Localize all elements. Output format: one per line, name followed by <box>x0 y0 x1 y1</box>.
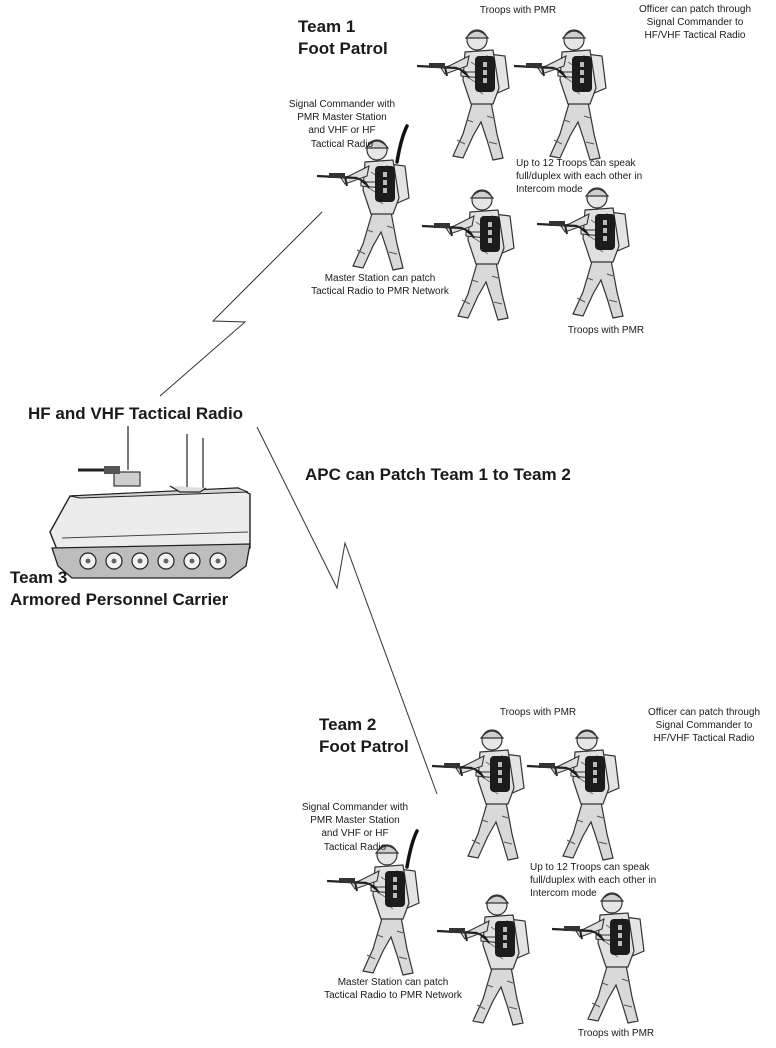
team1-officer-label: Officer can patch through Signal Command… <box>638 4 752 42</box>
team2-troops-bottom-label: Troops with PMR <box>577 1028 655 1039</box>
team1-trooper <box>415 28 511 162</box>
team1-troops-top-label: Troops with PMR <box>479 5 557 16</box>
radio-label: HF and VHF Tactical Radio <box>28 404 244 423</box>
team2-officer-label: Officer can patch through Signal Command… <box>647 707 761 745</box>
radio-link-team1 <box>159 211 323 397</box>
team1-troops-bottom-label: Troops with PMR <box>567 325 645 336</box>
team2-title: Team 2 Foot Patrol <box>319 715 409 757</box>
team1-officer <box>512 28 608 162</box>
team1-signal-commander-label: Signal Commander with PMR Master Station… <box>288 99 396 150</box>
team1-master-station-label: Master Station can patch Tactical Radio … <box>311 273 449 298</box>
team1-intercom-label: Up to 12 Troops can speak full/duplex wi… <box>516 158 643 196</box>
team2-master-station-label: Master Station can patch Tactical Radio … <box>324 977 462 1002</box>
team1-trooper <box>420 188 516 322</box>
team3-title: Team 3 Armored Personnel Carrier <box>10 568 229 610</box>
team1-title: Team 1 Foot Patrol <box>298 17 388 59</box>
team2-trooper <box>550 891 646 1025</box>
team2-signal-commander-label: Signal Commander with PMR Master Station… <box>301 802 409 853</box>
team2-trooper <box>435 893 531 1027</box>
apc-vehicle <box>49 426 251 579</box>
team2-troops-top-label: Troops with PMR <box>499 707 577 718</box>
apc-patch-label: APC can Patch Team 1 to Team 2 <box>305 465 571 484</box>
team2-intercom-label: Up to 12 Troops can speak full/duplex wi… <box>530 862 657 900</box>
team2-officer <box>525 728 621 862</box>
radio-link-team2 <box>256 426 438 795</box>
team2-trooper <box>430 728 526 862</box>
team1-trooper <box>535 186 631 320</box>
